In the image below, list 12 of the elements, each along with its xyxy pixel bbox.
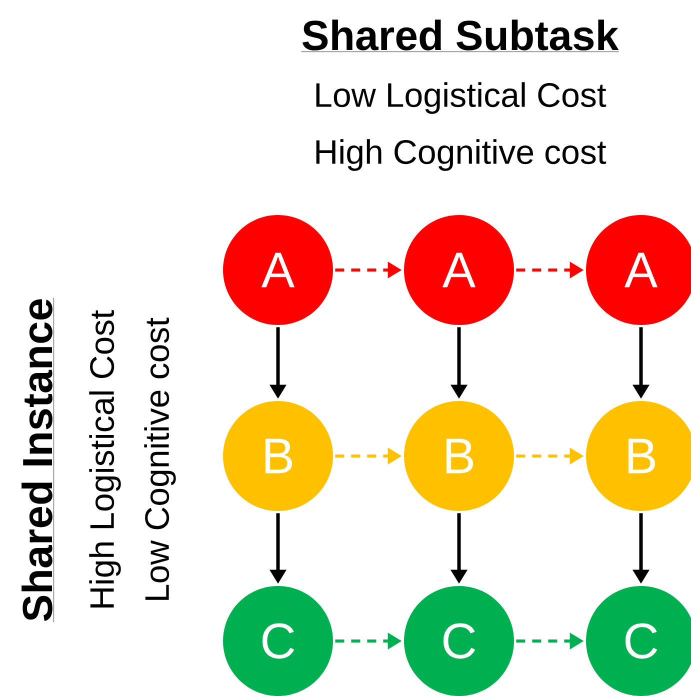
circle-node: A bbox=[404, 215, 514, 325]
heading: Shared Subtask bbox=[301, 20, 619, 52]
heading: Shared Instance bbox=[22, 298, 54, 622]
circle-node: C bbox=[404, 586, 514, 696]
text-label: Low Cognitive cost bbox=[144, 318, 176, 600]
circle-node: B bbox=[404, 401, 514, 511]
circle-node: A bbox=[223, 215, 333, 325]
circle-node: B bbox=[223, 401, 333, 511]
circle-node: C bbox=[223, 586, 333, 696]
text-label: Low Logistical Cost bbox=[316, 82, 606, 114]
text-label: High Cognitive cost bbox=[316, 139, 606, 171]
text-label: High Logistical Cost bbox=[89, 310, 121, 608]
